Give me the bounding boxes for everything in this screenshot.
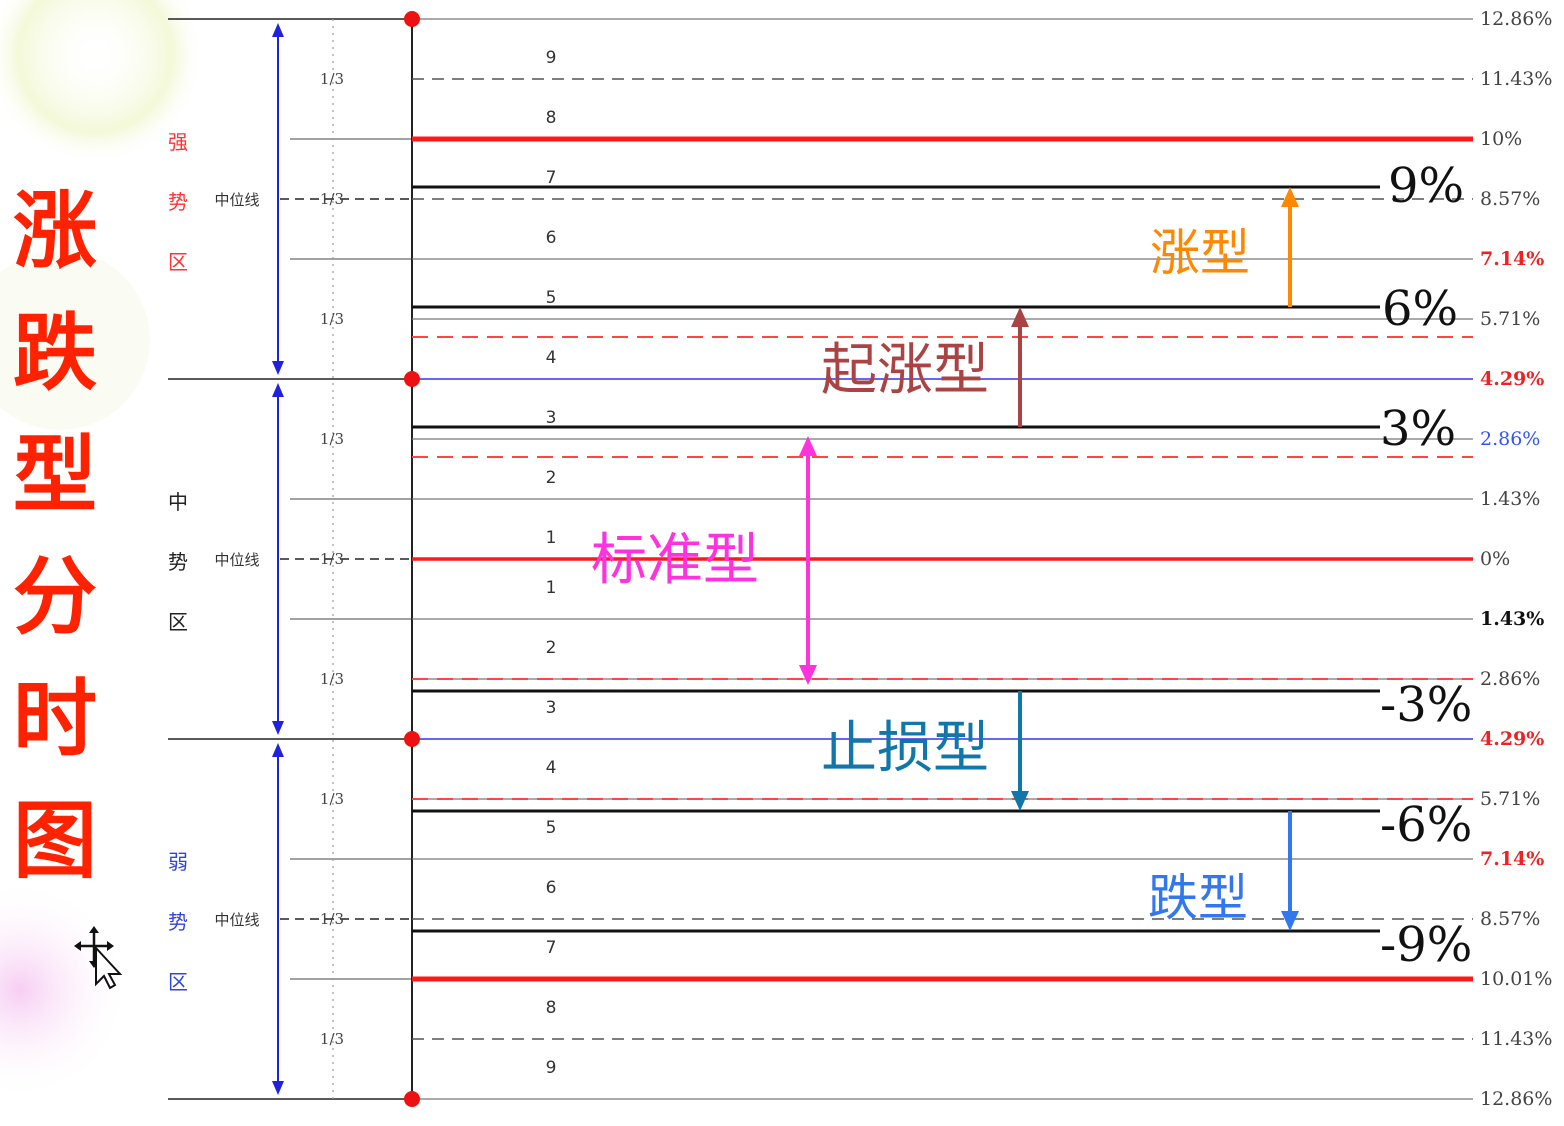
- step-number: 1: [546, 578, 557, 598]
- third-label: 1/3: [320, 790, 344, 808]
- zone-label-char: 中: [168, 490, 188, 514]
- third-label: 1/3: [320, 1030, 344, 1048]
- third-label: 1/3: [320, 430, 344, 448]
- percent-label: 5.71%: [1480, 788, 1540, 810]
- percent-label: 12.86%: [1480, 8, 1552, 30]
- arrow-head-icon: [799, 665, 817, 685]
- target-percent-label: -6%: [1380, 797, 1472, 853]
- zone-label-char: 强: [168, 130, 188, 154]
- arrow-head-icon: [272, 1081, 284, 1095]
- arrow-head-icon: [799, 436, 817, 456]
- percent-label: 1.43%: [1480, 488, 1540, 510]
- target-percent-label: -9%: [1380, 917, 1472, 973]
- percent-label: 1.43%: [1480, 608, 1544, 630]
- arrow-head-icon: [1281, 911, 1299, 931]
- arrow-head-icon: [272, 23, 284, 37]
- step-number: 8: [546, 998, 557, 1018]
- percent-label: 10.01%: [1480, 968, 1552, 990]
- percent-label: 2.86%: [1480, 428, 1540, 450]
- midline-label: 中位线: [214, 191, 259, 209]
- step-number: 4: [546, 348, 557, 368]
- zone-label-char: 区: [168, 610, 188, 634]
- percent-label: 12.86%: [1480, 1088, 1552, 1110]
- red-dot-marker: [404, 731, 420, 747]
- percent-label: 4.29%: [1480, 728, 1544, 750]
- step-number: 6: [546, 878, 557, 898]
- red-dot-marker: [404, 371, 420, 387]
- step-number: 9: [546, 48, 557, 68]
- percent-label: 4.29%: [1480, 368, 1544, 390]
- pattern-label: 止损型: [821, 716, 989, 781]
- step-number: 4: [546, 758, 557, 778]
- step-number: 8: [546, 108, 557, 128]
- arrow-head-icon: [272, 383, 284, 397]
- zone-label-char: 弱: [168, 850, 188, 874]
- percent-label: 5.71%: [1480, 308, 1540, 330]
- step-number: 6: [546, 228, 557, 248]
- target-percent-label: 9%: [1388, 158, 1464, 214]
- pattern-label: 跌型: [1148, 869, 1248, 927]
- title-char: 跌: [12, 304, 97, 402]
- zone-label-char: 区: [168, 970, 188, 994]
- zone-label-char: 势: [168, 910, 188, 934]
- third-label: 1/3: [320, 310, 344, 328]
- percent-label: 0%: [1480, 548, 1510, 570]
- percent-label: 11.43%: [1480, 1028, 1552, 1050]
- red-dot-marker: [404, 1091, 420, 1107]
- step-number: 1: [546, 528, 557, 548]
- midline-label: 中位线: [214, 551, 259, 569]
- percent-label: 2.86%: [1480, 668, 1540, 690]
- target-percent-label: 6%: [1382, 281, 1458, 337]
- percent-label: 7.14%: [1480, 248, 1544, 270]
- move-cursor-icon: [74, 926, 123, 990]
- arrow-head-icon: [1281, 187, 1299, 207]
- title-char: 涨: [12, 182, 97, 280]
- arrow-head-icon: [272, 743, 284, 757]
- third-label: 1/3: [320, 190, 344, 208]
- third-label: 1/3: [320, 70, 344, 88]
- step-number: 7: [546, 938, 557, 958]
- step-number: 7: [546, 168, 557, 188]
- pattern-label: 标准型: [591, 528, 759, 593]
- target-percent-label: 3%: [1380, 401, 1456, 457]
- title-char: 分: [12, 548, 97, 646]
- pattern-label: 涨型: [1150, 224, 1250, 282]
- third-label: 1/3: [320, 910, 344, 928]
- step-number: 5: [546, 818, 557, 838]
- diagram-title: 涨 跌 型 分 时 图: [0, 170, 110, 902]
- zone-label-char: 势: [168, 190, 188, 214]
- arrow-head-icon: [1011, 307, 1029, 327]
- zone-label-char: 区: [168, 250, 188, 274]
- third-label: 1/3: [320, 550, 344, 568]
- step-number: 3: [546, 408, 557, 428]
- arrow-head-icon: [1011, 791, 1029, 811]
- third-label: 1/3: [320, 670, 344, 688]
- percent-label: 11.43%: [1480, 68, 1552, 90]
- percent-label: 8.57%: [1480, 188, 1540, 210]
- step-number: 3: [546, 698, 557, 718]
- zone-label-char: 势: [168, 550, 188, 574]
- step-number: 2: [546, 468, 557, 488]
- percent-label: 10%: [1480, 128, 1522, 150]
- arrow-head-icon: [272, 721, 284, 735]
- target-percent-label: -3%: [1380, 677, 1472, 733]
- midline-label: 中位线: [214, 911, 259, 929]
- title-char: 型: [12, 426, 97, 524]
- step-number: 9: [546, 1058, 557, 1078]
- arrow-head-icon: [272, 361, 284, 375]
- title-char: 时: [12, 670, 97, 768]
- red-dot-marker: [404, 11, 420, 27]
- step-number: 2: [546, 638, 557, 658]
- percent-label: 7.14%: [1480, 848, 1544, 870]
- percent-label: 8.57%: [1480, 908, 1540, 930]
- step-number: 5: [546, 288, 557, 308]
- title-char: 图: [12, 792, 97, 890]
- pattern-label: 起涨型: [821, 338, 989, 403]
